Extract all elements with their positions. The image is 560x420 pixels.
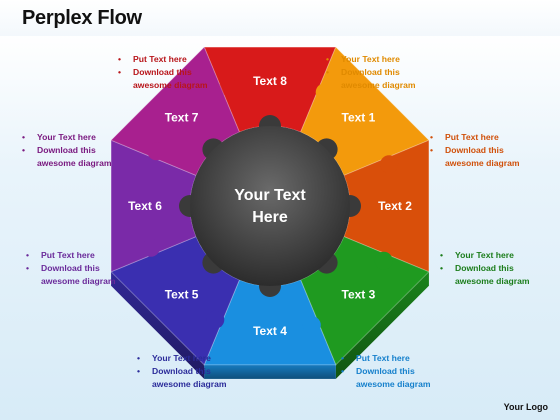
segment-label: Text 6 bbox=[128, 199, 162, 213]
note-line: Download this bbox=[137, 365, 227, 378]
note-line: Your Text here bbox=[22, 131, 112, 144]
note-line: Download this bbox=[118, 66, 208, 79]
puzzle-knob bbox=[380, 155, 399, 174]
puzzle-knob bbox=[141, 238, 160, 257]
center-hub bbox=[179, 115, 361, 297]
page-title: Perplex Flow bbox=[22, 7, 142, 29]
note-line: Put Text here bbox=[341, 352, 431, 365]
note-text3: Your Text here Download this awesome dia… bbox=[440, 249, 530, 288]
note-line: awesome diagram bbox=[41, 276, 116, 286]
segment-label: Text 8 bbox=[253, 74, 287, 88]
note-line: Put Text here bbox=[118, 53, 208, 66]
note-line: awesome diagram bbox=[356, 379, 431, 389]
note-text2: Put Text here Download this awesome diag… bbox=[430, 131, 520, 170]
note-line: Put Text here bbox=[26, 249, 116, 262]
note-text5: Your Text here Download this awesome dia… bbox=[137, 352, 227, 391]
note-line: Put Text here bbox=[430, 131, 520, 144]
note-line: Download this bbox=[430, 144, 520, 157]
segment-label: Text 3 bbox=[342, 287, 376, 301]
puzzle-knob bbox=[374, 251, 393, 270]
puzzle-knob bbox=[206, 310, 225, 329]
note-line: Your Text here bbox=[137, 352, 227, 365]
note-text7: Your Text here Download this awesome dia… bbox=[22, 131, 112, 170]
puzzle-knob bbox=[147, 142, 166, 161]
puzzle-knob bbox=[219, 77, 238, 96]
note-line: awesome diagram bbox=[341, 80, 416, 90]
note-line: Your Text here bbox=[440, 249, 530, 262]
segment-label: Text 2 bbox=[378, 199, 412, 213]
note-line: awesome diagram bbox=[37, 158, 112, 168]
note-line: awesome diagram bbox=[152, 379, 227, 389]
note-text4: Put Text here Download this awesome diag… bbox=[341, 352, 431, 391]
title-bar bbox=[0, 0, 560, 36]
puzzle-knob bbox=[302, 316, 321, 335]
segment-labels: Text 8 Text 1 Text 2 Text 3 Text 4 Text 5 Text… bbox=[128, 74, 412, 338]
logo-text: Your Logo bbox=[503, 402, 548, 412]
note-text6: Put Text here Download this awesome diag… bbox=[26, 249, 116, 288]
note-text8: Put Text here Download this awesome diag… bbox=[118, 53, 208, 92]
note-line: Download this bbox=[341, 365, 431, 378]
note-line: awesome diagram bbox=[445, 158, 520, 168]
note-line: awesome diagram bbox=[133, 80, 208, 90]
note-line: Download this bbox=[440, 262, 530, 275]
note-line: awesome diagram bbox=[455, 276, 530, 286]
segment-label: Text 5 bbox=[165, 287, 199, 301]
note-text1: Your Text here Download this awesome dia… bbox=[326, 53, 416, 92]
note-line: Your Text here bbox=[326, 53, 416, 66]
center-text-line: Your Text bbox=[234, 187, 306, 204]
segment-label: Text 4 bbox=[253, 324, 287, 338]
note-line: Download this bbox=[22, 144, 112, 157]
center-hub-disc bbox=[190, 126, 350, 286]
note-line: Download this bbox=[326, 66, 416, 79]
note-line: Download this bbox=[26, 262, 116, 275]
puzzle-knob bbox=[315, 83, 334, 102]
segment-label: Text 1 bbox=[342, 111, 376, 125]
octagon-side-shade bbox=[204, 364, 336, 379]
center-text-line: Here bbox=[252, 209, 288, 226]
segment-label: Text 7 bbox=[165, 111, 199, 125]
